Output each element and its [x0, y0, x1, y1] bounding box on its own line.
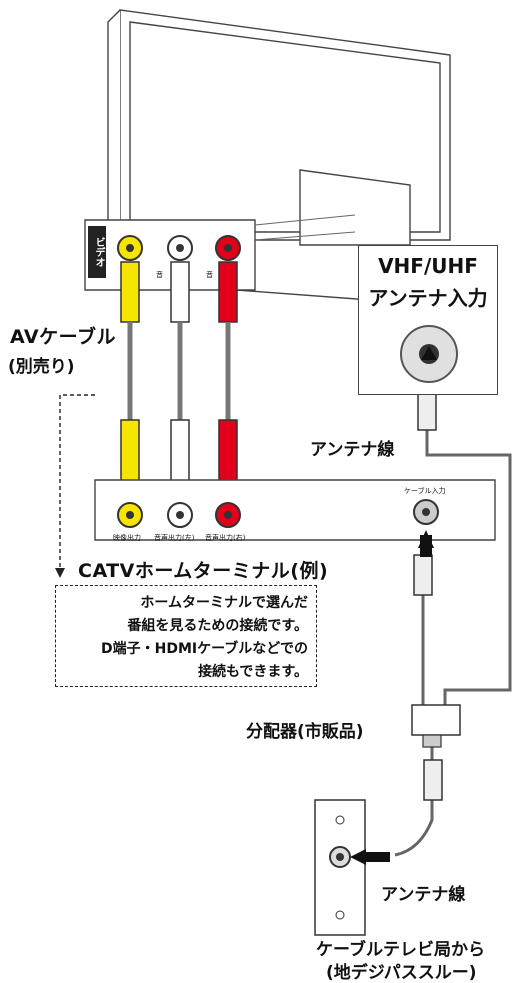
usage-note-box: ホームターミナルで選んだ 番組を見るための接続です。 D端子・HDMIケーブルな…: [55, 585, 317, 687]
source-label-line1: ケーブルテレビ局から: [316, 940, 485, 960]
dashed-leader: [59, 394, 95, 575]
audio-out-right-label: 音声出力(右): [205, 534, 246, 542]
catv-terminal-label: CATVホームターミナル(例): [78, 560, 329, 582]
antenna-box-line2: アンテナ入力: [368, 286, 488, 310]
av-cable-red: [218, 261, 238, 483]
note-line-1: ホームターミナルで選んだ: [140, 595, 308, 611]
cable-input-label: ケーブル入力: [404, 487, 446, 495]
audio-out-left-label: 音声出力(左): [154, 534, 195, 542]
source-label-line2: (地デジパススルー): [326, 963, 477, 983]
antenna-wire-label-top: アンテナ線: [310, 440, 395, 460]
wall-outlet: [314, 799, 390, 936]
video-vertical-label: ビデオ: [88, 226, 106, 278]
video-out-label: 映像出力: [113, 534, 141, 542]
av-cable-label: AVケーブル: [10, 326, 116, 348]
antenna-wire: [394, 395, 512, 857]
av-cable-white: [170, 261, 190, 483]
av-cable-note: (別売り): [8, 357, 75, 377]
note-line-2: 番組を見るための接続です。: [127, 618, 308, 634]
note-line-3: D端子・HDMIケーブルなどでの: [101, 641, 308, 657]
tv-port-audio-right-label: 音: [206, 271, 213, 279]
antenna-box-line1: VHF/UHF: [378, 254, 478, 278]
antenna-input-callout: VHF/UHF アンテナ入力: [358, 245, 498, 395]
splitter-label: 分配器(市販品): [246, 722, 364, 742]
antenna-wire-label-bottom: アンテナ線: [381, 885, 466, 905]
splitter-device: [411, 704, 461, 801]
tv-port-audio-left-label: 音: [156, 271, 163, 279]
antenna-input-port: [400, 325, 458, 383]
av-cable-yellow: [120, 261, 140, 483]
arrow-left-icon: [350, 849, 366, 865]
note-line-4: 接続もできます。: [197, 664, 308, 680]
catv-terminal-box: [94, 479, 496, 541]
